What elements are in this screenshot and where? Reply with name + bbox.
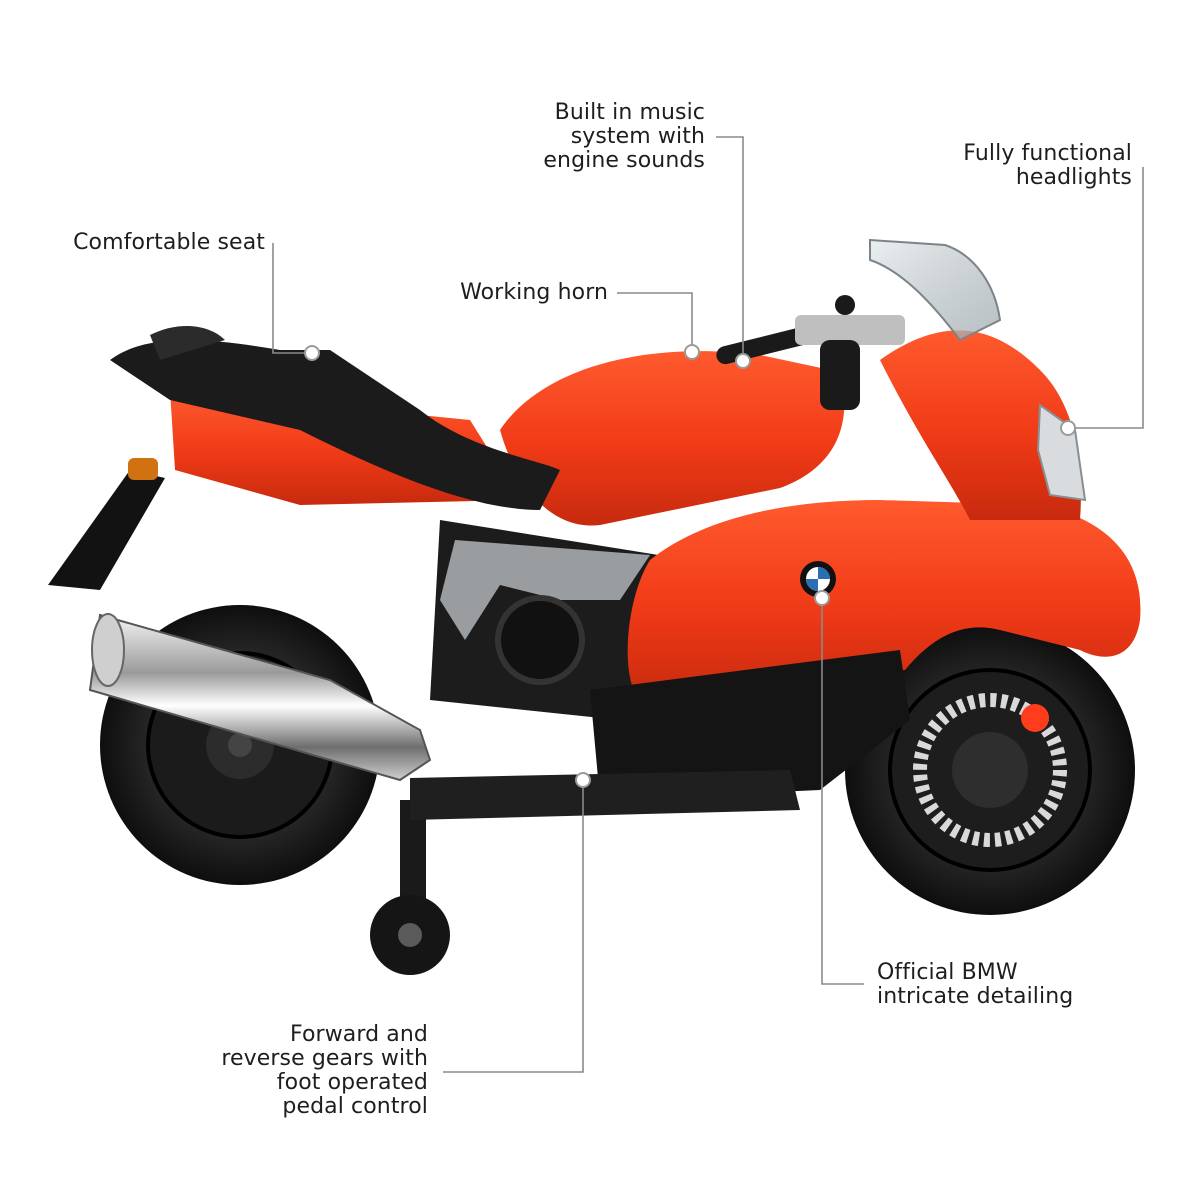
callout-working-horn: Working horn bbox=[460, 280, 608, 305]
training-wheel bbox=[370, 800, 450, 975]
callout-bmw-detailing: Official BMW intricate detailing bbox=[877, 960, 1074, 1009]
callout-dots bbox=[304, 344, 1076, 788]
foot-pedal bbox=[410, 770, 800, 820]
callout-lines bbox=[272, 136, 1144, 1073]
windscreen bbox=[869, 238, 1002, 342]
front-wheel bbox=[845, 625, 1135, 915]
side-fairing bbox=[627, 500, 1141, 700]
seat bbox=[110, 340, 560, 510]
front-nose bbox=[880, 330, 1081, 520]
bmw-logo bbox=[800, 561, 836, 597]
callout-headlights: Fully functional headlights bbox=[963, 141, 1132, 190]
callout-music-system: Built in music system with engine sounds bbox=[543, 100, 705, 173]
callout-comfortable-seat: Comfortable seat bbox=[73, 230, 265, 255]
fuel-tank bbox=[500, 351, 845, 526]
exhaust-pipe bbox=[88, 613, 432, 782]
callout-gears-pedal: Forward and reverse gears with foot oper… bbox=[221, 1022, 428, 1119]
